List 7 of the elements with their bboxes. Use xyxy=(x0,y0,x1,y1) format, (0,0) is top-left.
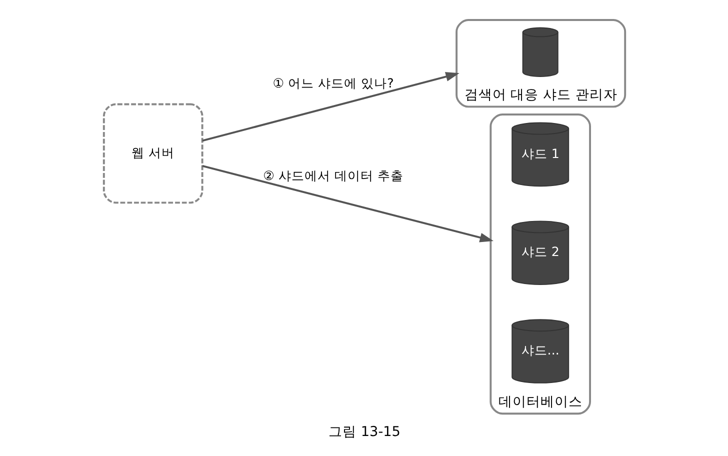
edge-label: ① 어느 샤드에 있나? xyxy=(272,76,394,91)
arrow xyxy=(202,72,459,142)
arrow xyxy=(202,165,494,242)
caption: 그림 13-15 xyxy=(328,424,400,440)
node-box: 웹 서버 xyxy=(102,103,203,204)
cluster: 검색어 대응 샤드 관리자 xyxy=(455,19,626,108)
edge-label: ② 샤드에서 데이터 추출 xyxy=(262,168,404,184)
